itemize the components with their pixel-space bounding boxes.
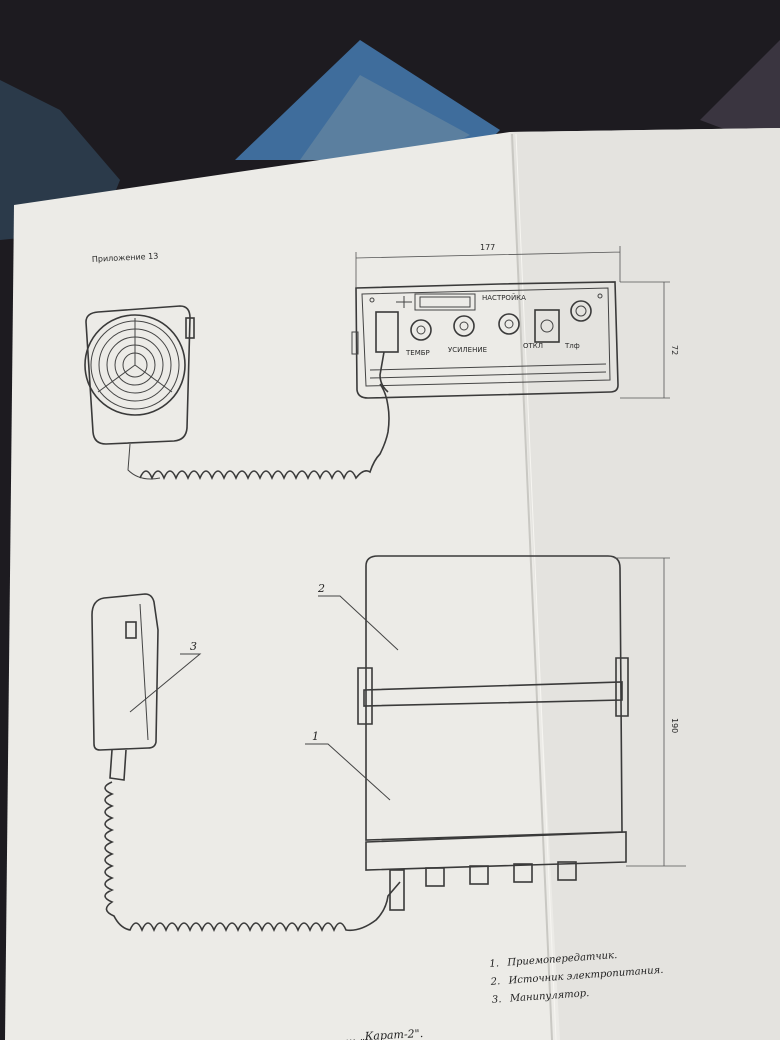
background-object-right [700, 40, 780, 150]
caption: ... „Карат-2". [345, 1027, 424, 1040]
handset-microphone [91, 593, 159, 781]
legend-num-1: 1. [489, 958, 499, 970]
paper-right-half [510, 128, 780, 1040]
coiled-cord-bottom [104, 781, 401, 933]
dimension-height-side: 190 [670, 718, 679, 733]
off-label: ОТКЛ [523, 342, 543, 350]
tone-label: ТЕМБР [405, 349, 430, 357]
dimension-height-front: 72 [670, 345, 679, 355]
paper-fold [511, 133, 553, 1040]
front-panel-unit: НАСТРОЙКА ТЕМБР УСИЛЕНИЕ ОТКЛ Тлф [351, 281, 619, 399]
legend-num-2: 2. [489, 976, 500, 988]
stacked-units [357, 555, 629, 911]
header-label: Приложение 13 [92, 252, 159, 264]
dimension-lines-bottom: 190 [614, 557, 686, 867]
background-box-blue-face [300, 75, 470, 160]
legend-num-3: 3. [492, 994, 502, 1006]
speaker-unit [84, 305, 195, 445]
connector-feet [425, 861, 577, 887]
dimension-width: 177 [480, 243, 495, 252]
dimension-lines-top: 177 72 [355, 243, 679, 399]
tuning-label: НАСТРОЙКА [482, 293, 526, 302]
coiled-cord-top [139, 383, 390, 481]
gain-label: УСИЛЕНИЕ [448, 346, 487, 354]
callouts: 2 3 1 [129, 582, 399, 801]
callout-3: 3 [190, 640, 197, 653]
paper-fold-highlight [515, 133, 557, 1040]
callout-2: 2 [317, 582, 325, 595]
tel-label: Тлф [564, 342, 580, 350]
callout-1: 1 [312, 730, 319, 743]
